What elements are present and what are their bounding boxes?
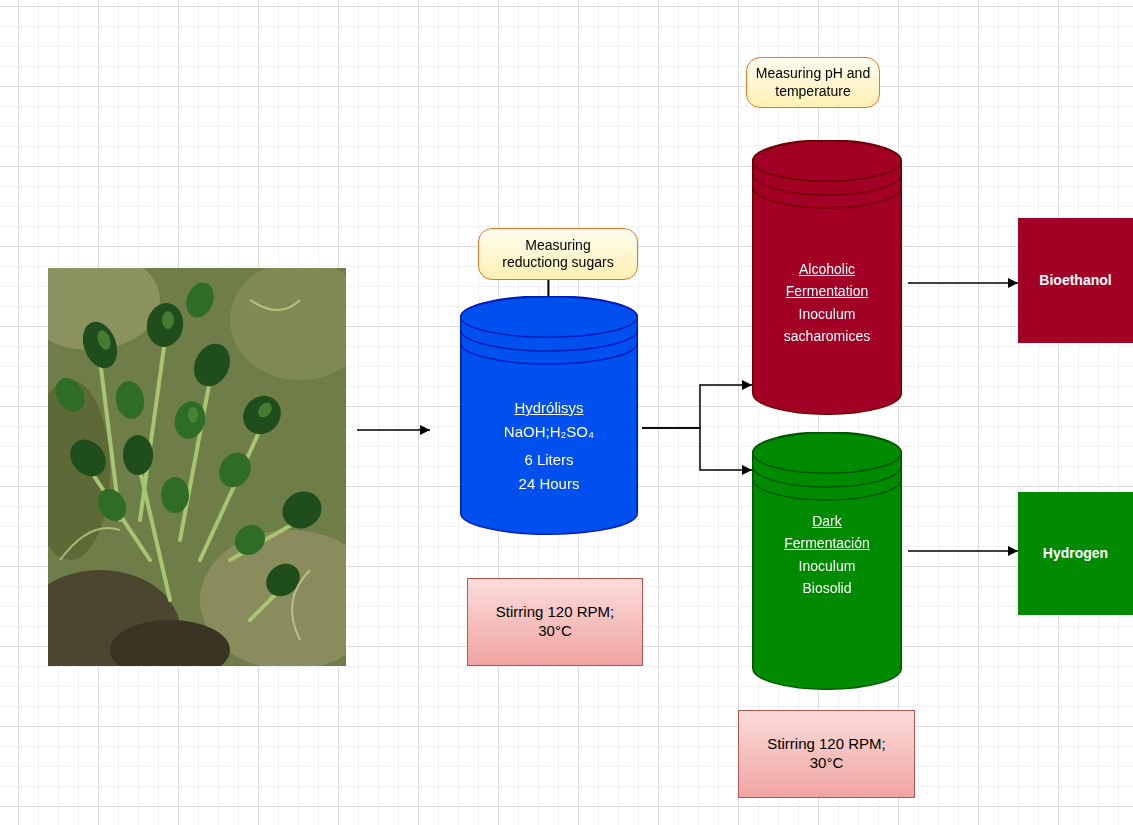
- node-heading: Alcoholic Fermentation: [777, 258, 877, 303]
- node-body: NaOH;H₂SO₄: [469, 420, 629, 444]
- node-heading: Measuring pH and temperature: [755, 65, 871, 100]
- process-cylinder: Alcoholic FermentationInoculum sacharomi…: [752, 140, 902, 415]
- node-body: 24 Hours: [469, 472, 629, 496]
- node-heading: Hydrogen: [1026, 545, 1125, 563]
- text-group: Stirring 120 RPM; 30°C: [490, 603, 620, 641]
- callout-box: Measuring reductiong sugars: [478, 228, 638, 280]
- text-group: Dark FermentaciónInoculum Biosolid: [777, 510, 877, 600]
- cylinder-shape: [752, 140, 902, 415]
- callout-box: Measuring pH and temperature: [746, 57, 880, 108]
- product-box: Hydrogen: [1018, 492, 1133, 615]
- text-group: Measuring reductiong sugars: [497, 237, 619, 272]
- node-body: Inoculum Biosolid: [777, 555, 877, 600]
- node-heading: Stirring 120 RPM; 30°C: [761, 735, 892, 773]
- connector-line: [547, 280, 549, 296]
- connector-arrow: [642, 385, 752, 428]
- process-cylinder: HydrólisysNaOH;H₂SO₄ 6 Liters24 Hours: [460, 296, 638, 535]
- node-heading: Dark Fermentación: [777, 510, 877, 555]
- text-group: Bioethanol: [1026, 272, 1125, 290]
- condition-box: Stirring 120 RPM; 30°C: [738, 710, 915, 798]
- text-group: Measuring pH and temperature: [755, 65, 871, 100]
- condition-box: Stirring 120 RPM; 30°C: [467, 578, 643, 666]
- node-heading: Measuring reductiong sugars: [497, 237, 619, 272]
- node-heading: Bioethanol: [1026, 272, 1125, 290]
- process-cylinder: Dark FermentaciónInoculum Biosolid: [752, 432, 902, 690]
- connector-arrow: [642, 428, 752, 470]
- connector-arrow: [908, 282, 1018, 284]
- node-body: 6 Liters: [469, 448, 629, 472]
- text-group: Alcoholic FermentationInoculum sacharomi…: [777, 258, 877, 348]
- text-group: Hydrogen: [1026, 545, 1125, 563]
- text-group: Stirring 120 RPM; 30°C: [761, 735, 892, 773]
- text-group: HydrólisysNaOH;H₂SO₄ 6 Liters24 Hours: [469, 396, 629, 496]
- connector-arrow: [908, 550, 1018, 552]
- node-body: Inoculum sacharomices: [777, 303, 877, 348]
- node-heading: Hydrólisys: [469, 396, 629, 420]
- product-box: Bioethanol: [1018, 218, 1133, 343]
- node-heading: Stirring 120 RPM; 30°C: [490, 603, 620, 641]
